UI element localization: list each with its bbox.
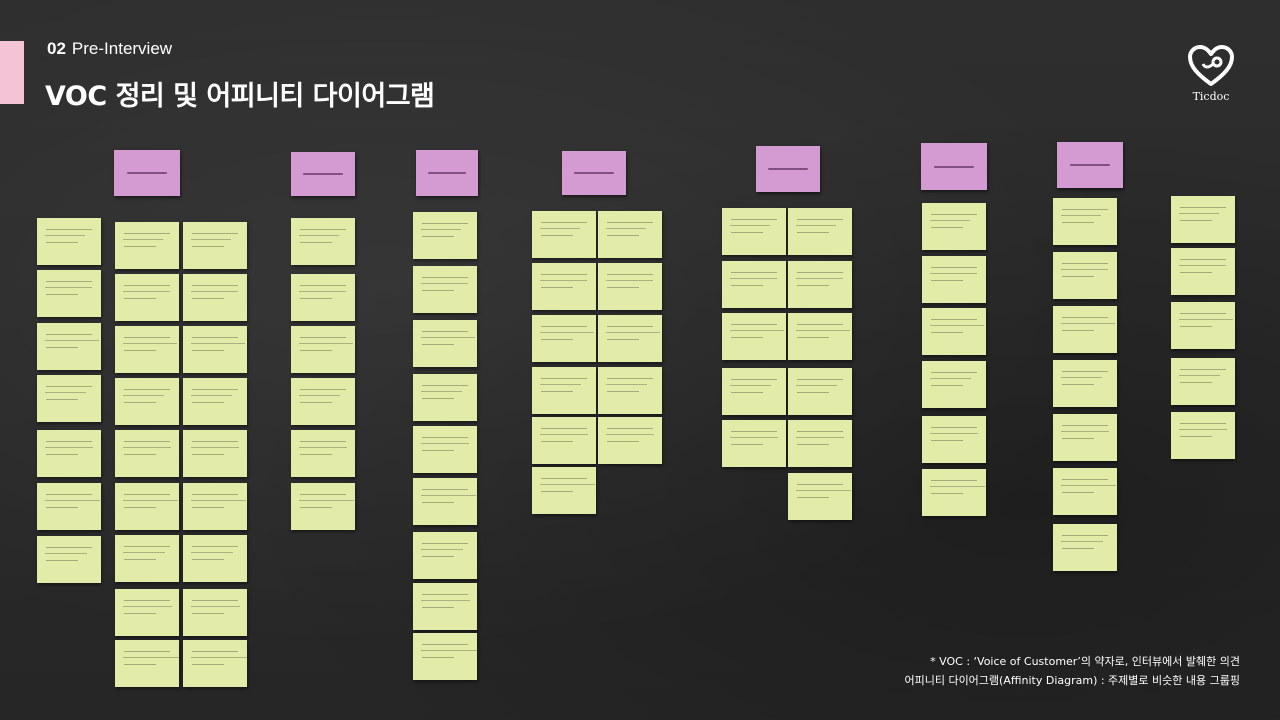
- sticky-note: [115, 640, 179, 687]
- section-name: Pre-Interview: [71, 39, 173, 58]
- sticky-note: [1053, 360, 1117, 407]
- footnote-affinity: 어피니티 다이어그램(Affinity Diagram) : 주제별로 비슷한 …: [904, 674, 1240, 687]
- sticky-note: [788, 261, 852, 308]
- category-header-note: [562, 151, 626, 195]
- sticky-note: [598, 211, 662, 258]
- sticky-note: [413, 266, 477, 313]
- sticky-note: [722, 313, 786, 360]
- sticky-note: [37, 375, 101, 422]
- section-label: 02 Pre-Interview: [47, 39, 172, 59]
- sticky-note: [291, 326, 355, 373]
- sticky-note: [115, 589, 179, 636]
- sticky-note: [413, 320, 477, 367]
- section-accent-bar: [0, 41, 24, 104]
- sticky-note: [922, 361, 986, 408]
- sticky-note: [115, 535, 179, 582]
- sticky-note: [115, 483, 179, 530]
- footnote-voc: * VOC : ‘Voice of Customer’의 약자로, 인터뷰에서 …: [930, 655, 1240, 668]
- sticky-note: [413, 374, 477, 421]
- category-header-note: [416, 150, 478, 196]
- footnote: * VOC : ‘Voice of Customer’의 약자로, 인터뷰에서 …: [904, 652, 1240, 690]
- sticky-note: [532, 211, 596, 258]
- sticky-note: [37, 483, 101, 530]
- sticky-note: [413, 633, 477, 680]
- sticky-note: [413, 212, 477, 259]
- sticky-note: [291, 378, 355, 425]
- sticky-note: [37, 218, 101, 265]
- sticky-note: [722, 368, 786, 415]
- sticky-note: [532, 467, 596, 514]
- sticky-note: [1171, 358, 1235, 405]
- sticky-note: [532, 367, 596, 414]
- sticky-note: [598, 417, 662, 464]
- category-header-note: [921, 143, 987, 190]
- sticky-note: [532, 417, 596, 464]
- sticky-note: [1053, 306, 1117, 353]
- sticky-note: [37, 536, 101, 583]
- sticky-note: [183, 640, 247, 687]
- logo-text: Ticdoc: [1192, 90, 1230, 103]
- sticky-note: [788, 313, 852, 360]
- sticky-note: [1171, 248, 1235, 295]
- sticky-note: [37, 323, 101, 370]
- sticky-note: [598, 263, 662, 310]
- sticky-note: [532, 315, 596, 362]
- sticky-note: [413, 426, 477, 473]
- sticky-note: [722, 261, 786, 308]
- sticky-note: [291, 430, 355, 477]
- category-header-note: [756, 146, 820, 192]
- category-header-note: [1057, 142, 1123, 188]
- sticky-note: [183, 535, 247, 582]
- sticky-note: [1053, 468, 1117, 515]
- sticky-note: [183, 222, 247, 269]
- sticky-note: [37, 430, 101, 477]
- sticky-note: [1053, 524, 1117, 571]
- ticdoc-logo: Ticdoc: [1185, 44, 1237, 103]
- sticky-note: [1053, 252, 1117, 299]
- sticky-note: [788, 208, 852, 255]
- sticky-note: [413, 532, 477, 579]
- sticky-note: [922, 256, 986, 303]
- sticky-note: [183, 483, 247, 530]
- sticky-note: [722, 208, 786, 255]
- sticky-note: [1171, 196, 1235, 243]
- sticky-note: [115, 222, 179, 269]
- sticky-note: [183, 589, 247, 636]
- sticky-note: [115, 430, 179, 477]
- sticky-note: [291, 218, 355, 265]
- sticky-note: [183, 430, 247, 477]
- category-header-note: [114, 150, 180, 196]
- sticky-note: [788, 368, 852, 415]
- sticky-note: [183, 274, 247, 321]
- sticky-note: [922, 469, 986, 516]
- sticky-note: [291, 274, 355, 321]
- sticky-note: [598, 315, 662, 362]
- sticky-note: [1171, 302, 1235, 349]
- sticky-note: [115, 378, 179, 425]
- category-header-note: [291, 152, 355, 196]
- heart-stethoscope-icon: [1188, 45, 1234, 86]
- sticky-note: [922, 308, 986, 355]
- sticky-note: [598, 367, 662, 414]
- sticky-note: [1053, 198, 1117, 245]
- sticky-note: [291, 483, 355, 530]
- sticky-note: [1053, 414, 1117, 461]
- section-number: 02: [47, 39, 66, 58]
- page-title: VOC 정리 및 어피니티 다이어그램: [45, 81, 435, 112]
- sticky-note: [183, 326, 247, 373]
- sticky-note: [722, 420, 786, 467]
- sticky-note: [183, 378, 247, 425]
- sticky-note: [532, 263, 596, 310]
- sticky-note: [413, 583, 477, 630]
- sticky-note: [115, 326, 179, 373]
- sticky-note: [922, 416, 986, 463]
- sticky-note: [788, 420, 852, 467]
- sticky-note: [413, 478, 477, 525]
- sticky-note: [788, 473, 852, 520]
- sticky-note: [37, 270, 101, 317]
- sticky-note: [115, 274, 179, 321]
- sticky-note: [1171, 412, 1235, 459]
- sticky-note: [922, 203, 986, 250]
